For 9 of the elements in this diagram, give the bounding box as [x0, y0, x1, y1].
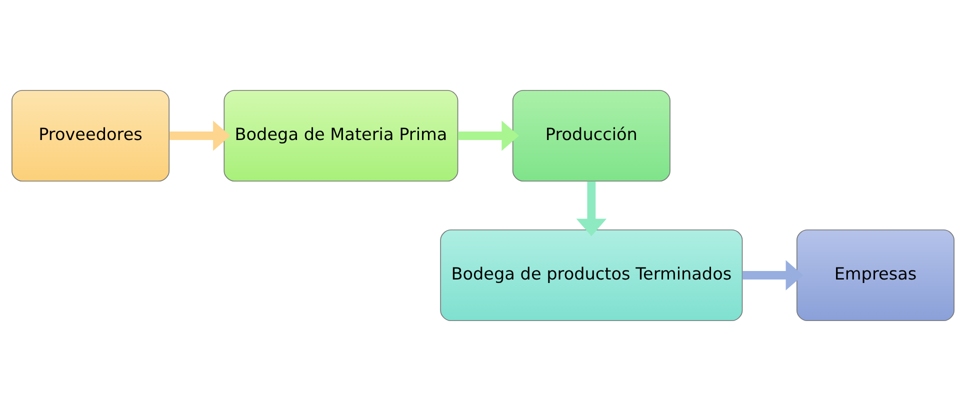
arrow	[742, 260, 804, 290]
node-box: Bodega de Materia Prima	[224, 90, 458, 182]
node-box: Producción	[512, 90, 670, 182]
node-box: Empresas	[796, 229, 954, 322]
arrow	[458, 120, 519, 151]
arrow	[576, 181, 607, 236]
arrow	[169, 120, 230, 151]
node-box: Bodega de productos Terminados	[440, 229, 743, 322]
node-box: Proveedores	[12, 90, 170, 182]
